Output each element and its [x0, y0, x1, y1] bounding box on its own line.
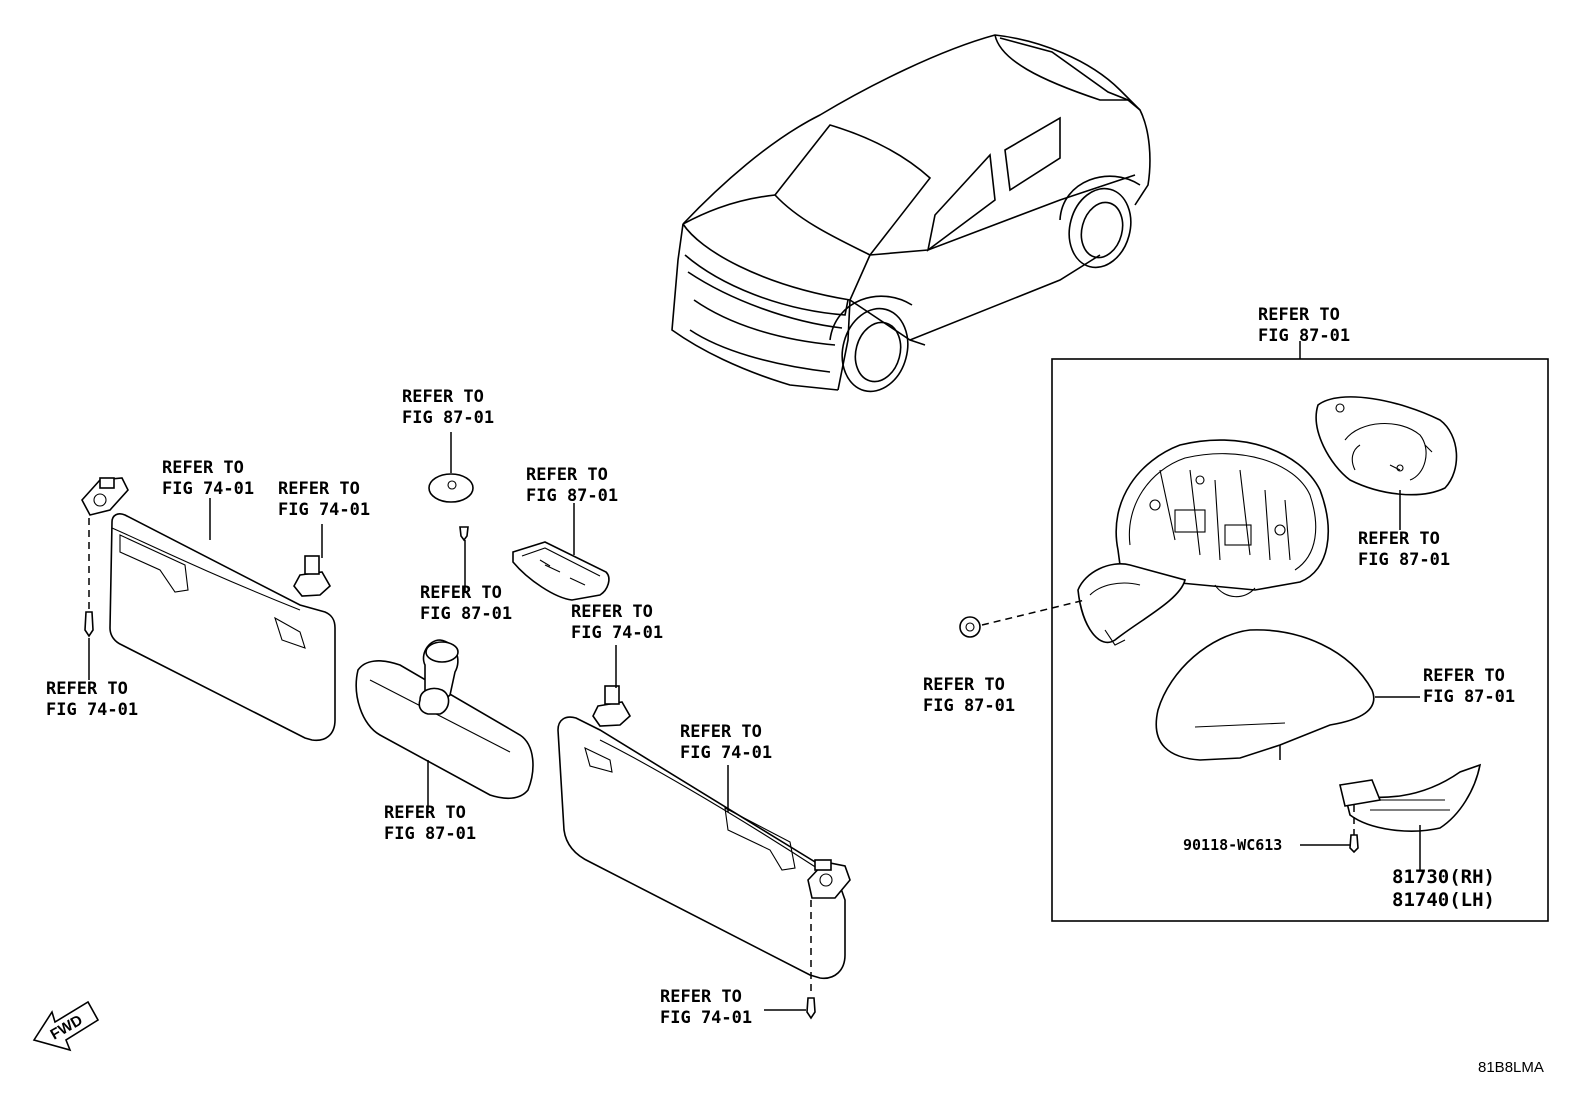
- callout-visor-right-line1: REFER TO: [680, 722, 762, 742]
- callout-visor-right-line2: FIG 74-01: [680, 743, 772, 763]
- callout-mirror-glass-line1: REFER TO: [1358, 529, 1440, 549]
- callout-screw-right-line2: FIG 74-01: [660, 1008, 752, 1028]
- callout-visor-left-line1: REFER TO: [162, 458, 244, 478]
- callout-screw-left-line2: FIG 74-01: [46, 700, 138, 720]
- callout-holder-right-line2: FIG 74-01: [571, 623, 663, 643]
- illustration-code: 81B8LMA: [1478, 1059, 1544, 1076]
- callout-mirror-glass-line2: FIG 87-01: [1358, 550, 1450, 570]
- callout-map-light-cap-line2: FIG 87-01: [402, 408, 494, 428]
- callout-mirror-nut-line2: FIG 87-01: [923, 696, 1015, 716]
- mirror-glass: [1315, 396, 1458, 496]
- visor-holder-right: [592, 685, 632, 727]
- callout-screw-left-line1: REFER TO: [46, 679, 128, 699]
- callout-mirror-cover-line1: REFER TO: [1423, 666, 1505, 686]
- part-number-screw: 90118-WC613: [1183, 836, 1282, 854]
- callout-inner-mirror-line2: FIG 87-01: [384, 824, 476, 844]
- callout-holder-left-line1: REFER TO: [278, 479, 360, 499]
- inner-rear-view-mirror: [355, 639, 534, 800]
- part-number-turn-lamp-lh: 81740(LH): [1392, 889, 1495, 911]
- callout-clip-screw-line1: REFER TO: [420, 583, 502, 603]
- outer-mirror-group: [959, 341, 1549, 922]
- sun-visor-right: [557, 716, 851, 980]
- callout-clip-screw-line2: FIG 87-01: [420, 604, 512, 624]
- callout-map-light-cap-line1: REFER TO: [402, 387, 484, 407]
- lamp-screw: [1349, 805, 1359, 854]
- turn-signal-lamp: [1339, 763, 1482, 832]
- visor-holder-left: [293, 555, 332, 597]
- callout-holder-left-line2: FIG 74-01: [278, 500, 370, 520]
- fwd-arrow-icon: FWD: [32, 1000, 100, 1052]
- callout-mirror-cover-line2: FIG 87-01: [1423, 687, 1515, 707]
- callout-labels: REFER TO FIG 87-01 REFER TO FIG 87-01 RE…: [46, 305, 1515, 1028]
- map-lamp: [512, 541, 610, 601]
- part-number-turn-lamp-rh: 81730(RH): [1392, 866, 1495, 888]
- clip-screw: [459, 526, 469, 542]
- mirror-cover: [1155, 629, 1375, 761]
- part-number-labels: 90118-WC613 81730(RH) 81740(LH): [1183, 836, 1495, 911]
- callout-inner-mirror-line1: REFER TO: [384, 803, 466, 823]
- callout-map-lamp-line1: REFER TO: [526, 465, 608, 485]
- outer-mirror-body: [1077, 439, 1329, 646]
- callout-mirror-group-line2: FIG 87-01: [1258, 326, 1350, 346]
- callout-screw-right-line1: REFER TO: [660, 987, 742, 1007]
- callout-visor-left-line2: FIG 74-01: [162, 479, 254, 499]
- callout-mirror-group-line1: REFER TO: [1258, 305, 1340, 325]
- mirror-nut: [959, 616, 981, 638]
- map-light-cap: [428, 473, 474, 503]
- callout-mirror-nut-line1: REFER TO: [923, 675, 1005, 695]
- sun-visor-left: [81, 477, 336, 742]
- callout-holder-right-line1: REFER TO: [571, 602, 653, 622]
- vehicle-illustration: [671, 34, 1151, 393]
- callout-map-lamp-line2: FIG 87-01: [526, 486, 618, 506]
